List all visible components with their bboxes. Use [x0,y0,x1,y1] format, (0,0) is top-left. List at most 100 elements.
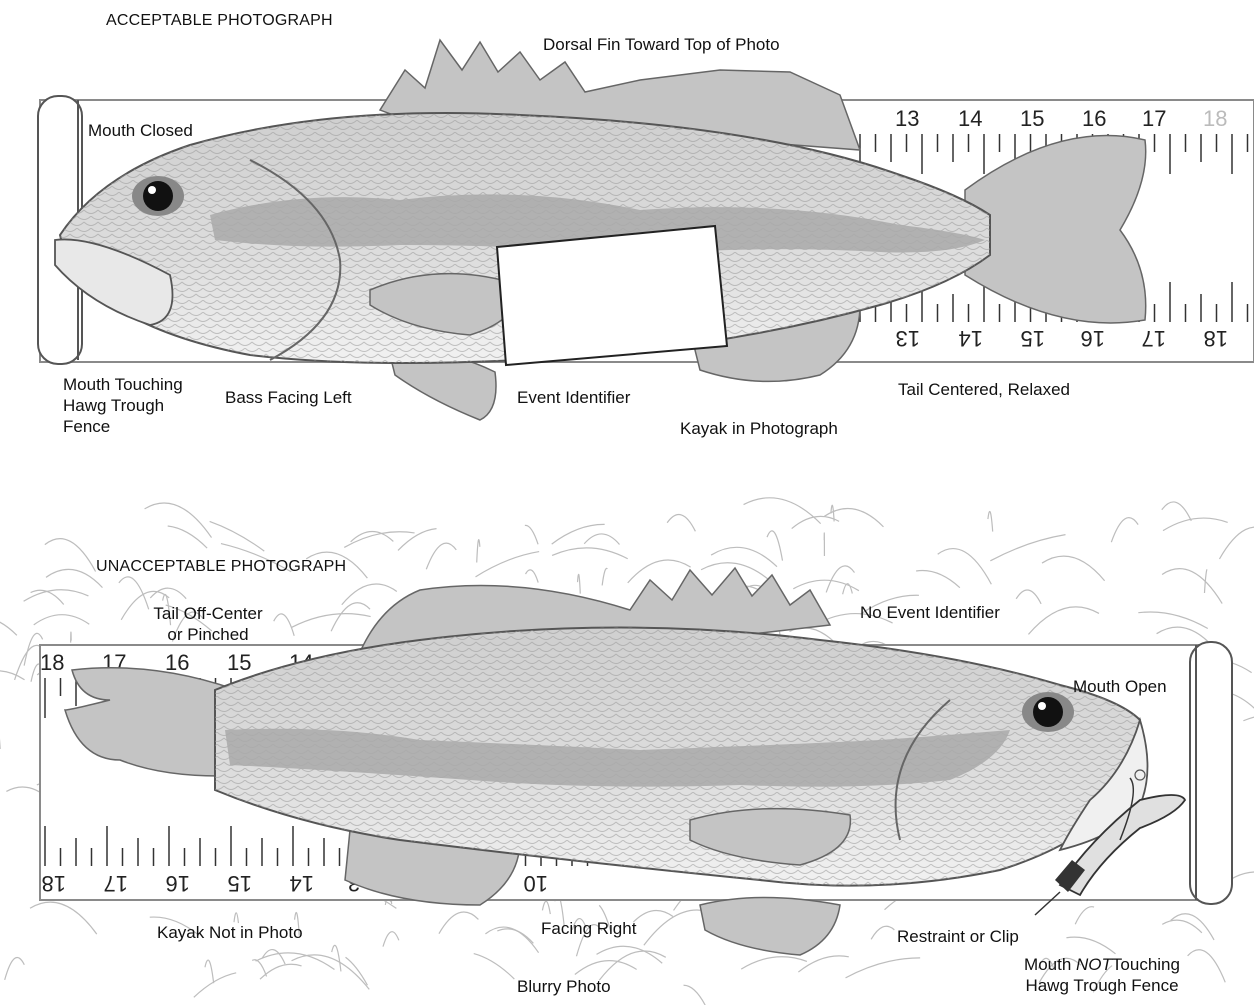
label-event-identifier: Event Identifier [517,387,630,408]
label-mouth-closed: Mouth Closed [88,120,193,141]
label-facing-right: Facing Right [541,918,636,939]
grass-blade [916,571,960,588]
grass-blade [145,503,212,538]
ruler-number-inverted: 13 [896,326,920,351]
label-line: Mouth Touching [63,374,183,395]
label-dorsal-fin: Dorsal Fin Toward Top of Photo [543,34,780,55]
ruler-number-inverted: 18 [1204,326,1228,351]
grass-blade [552,548,628,559]
grass-blade [767,531,782,561]
ruler-number: 18 [1203,106,1227,131]
grass-blade [667,515,695,532]
pelvic-fin [700,898,840,956]
grass-blade [793,580,859,590]
grass-blade [1028,607,1099,635]
label-line: Mouth NOTTouching [1002,954,1202,975]
label-mouth-not-touching: Mouth NOTTouching Hawg Trough Fence [1002,954,1202,996]
grass-blade [474,954,515,979]
label-restraint-or-clip: Restraint or Clip [897,926,1019,947]
grass-blade [633,910,673,922]
label-blurry-photo: Blurry Photo [517,976,611,997]
grass-blade [194,973,236,997]
grass-blade [252,960,266,977]
acceptable-panel: 13 14 15 16 17 18 13 14 15 16 17 18 [38,40,1254,420]
ruler-number: 16 [1082,106,1106,131]
grass-blade [1138,612,1207,629]
label-bass-facing-left: Bass Facing Left [225,387,352,408]
ruler-number: 13 [895,106,919,131]
label-kayak-in-photo: Kayak in Photograph [680,418,838,439]
label-tail-off-center: Tail Off-Center or Pinched [138,603,278,645]
grass-blade [30,902,97,934]
ruler-number-inverted: 14 [290,871,314,896]
grass-blade [1163,518,1228,531]
ruler-number: 14 [958,106,982,131]
grass-blade [34,615,90,625]
grass-blade [584,534,619,545]
grass-blade [684,985,706,1005]
unacceptable-heading: UNACCEPTABLE PHOTOGRAPH [96,556,346,577]
label-line: or Pinched [138,624,278,645]
grass-blade [210,521,265,551]
grass-blade [346,957,368,985]
grass-blade [476,552,540,577]
grass-blade [46,569,102,587]
grass-blade [383,932,399,947]
grass-blade [331,603,370,632]
ruler-number-inverted: 16 [166,871,190,896]
grass-blade [744,498,821,524]
fish-eye [1022,692,1074,732]
label-mouth-open: Mouth Open [1073,676,1167,697]
grass-blade [497,929,533,943]
grass-blade [426,543,456,569]
grass-blade [31,590,64,604]
label-line: Fence [63,416,183,437]
grass-blade [260,964,302,979]
grass-blade [826,566,854,593]
acceptable-heading: ACCEPTABLE PHOTOGRAPH [106,10,333,31]
grass-blade [871,926,894,939]
grass-blade [168,526,207,548]
grass-blade [1219,527,1254,559]
ruler-number: 18 [40,650,64,675]
event-identifier-card [497,226,727,365]
ruler-number: 15 [227,650,251,675]
label-tail-centered: Tail Centered, Relaxed [898,379,1070,400]
grass-blade [602,568,607,585]
grass-blade [526,570,539,583]
ruler-number-inverted: 14 [959,326,983,351]
grass-blade [1075,907,1094,925]
grass-blade [205,960,214,983]
grass-blade [1042,556,1105,581]
grass-blade [578,574,581,593]
grass-blade [1243,714,1254,725]
label-line: Hawg Trough [63,395,183,416]
grass-blade [1171,914,1214,940]
grass-blade [439,912,478,934]
grass-blade [846,958,921,978]
ruler-number-inverted: 16 [1081,326,1105,351]
grass-blade [0,671,25,681]
ruler-number: 17 [1142,106,1166,131]
grass-blade [542,901,550,914]
fish-eye [132,176,184,216]
ruler-number: 15 [1020,106,1044,131]
grass-blade [477,540,480,563]
grass-blade [711,547,777,566]
grass-blade [292,955,370,989]
grass-blade [71,632,72,643]
grass-blade [5,957,25,979]
grass-blade [45,539,96,572]
ruler-number-inverted: 15 [1021,326,1045,351]
ruler-number-inverted: 18 [42,871,66,896]
grass-blade [0,617,17,635]
grass-blade [1204,569,1206,593]
grass-blade [1066,937,1115,954]
grass-blade [628,560,691,583]
grass-blade [292,614,371,628]
label-line: Hawg Trough Fence [1002,975,1202,996]
ruler-number-inverted: 10 [524,871,548,896]
grass-blade [1162,920,1202,933]
grass-blade [988,511,993,531]
label-no-event-identifier: No Event Identifier [860,602,1000,623]
